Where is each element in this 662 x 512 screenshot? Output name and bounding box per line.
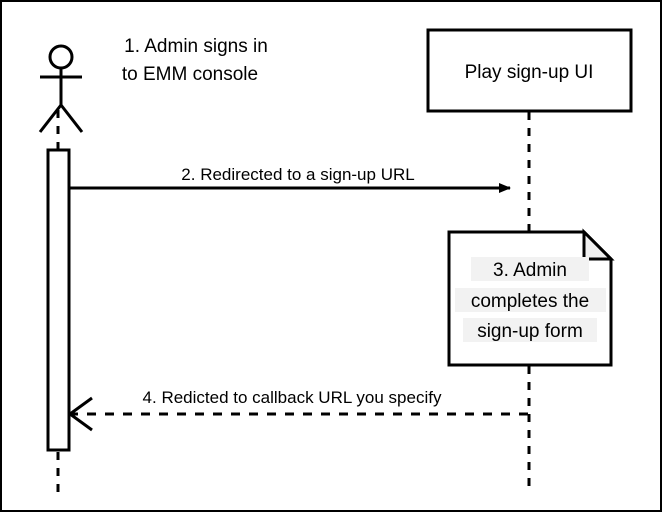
step-1-line-1: 1. Admin signs in [124,36,268,57]
note-admin-completes-form: 3. Admin completes the sign-up form [447,228,615,367]
note-text-highlight-2 [455,288,606,312]
step-1-annotation: 1. Admin signs in to EMM console [122,36,268,85]
note-text-highlight-1 [471,257,589,281]
note-line-3: sign-up form [477,321,583,342]
message-4-arrowhead-icon [67,396,93,432]
message-redirected-to-signup-url: 2. Redirected to a sign-up URL [69,165,511,193]
participant-box [426,28,633,113]
step-1-line-2: to EMM console [122,64,258,85]
note-line-1: 3. Admin [493,260,567,281]
note-line-2: completes the [471,291,589,312]
participant-label: Play sign-up UI [465,62,594,83]
message-redirected-to-callback-url: 4. Redicted to callback URL you specify [67,388,528,432]
actor-activation-bar [46,148,71,452]
note-text-highlight-3 [463,318,597,342]
participant-play-signup-ui: Play sign-up UI [426,28,633,492]
message-2-label: 2. Redirected to a sign-up URL [181,165,414,184]
stick-figure-icon [38,44,84,133]
note-fold-icon [582,228,615,261]
admin-actor [38,44,84,492]
message-4-label: 4. Redicted to callback URL you specify [143,388,442,407]
